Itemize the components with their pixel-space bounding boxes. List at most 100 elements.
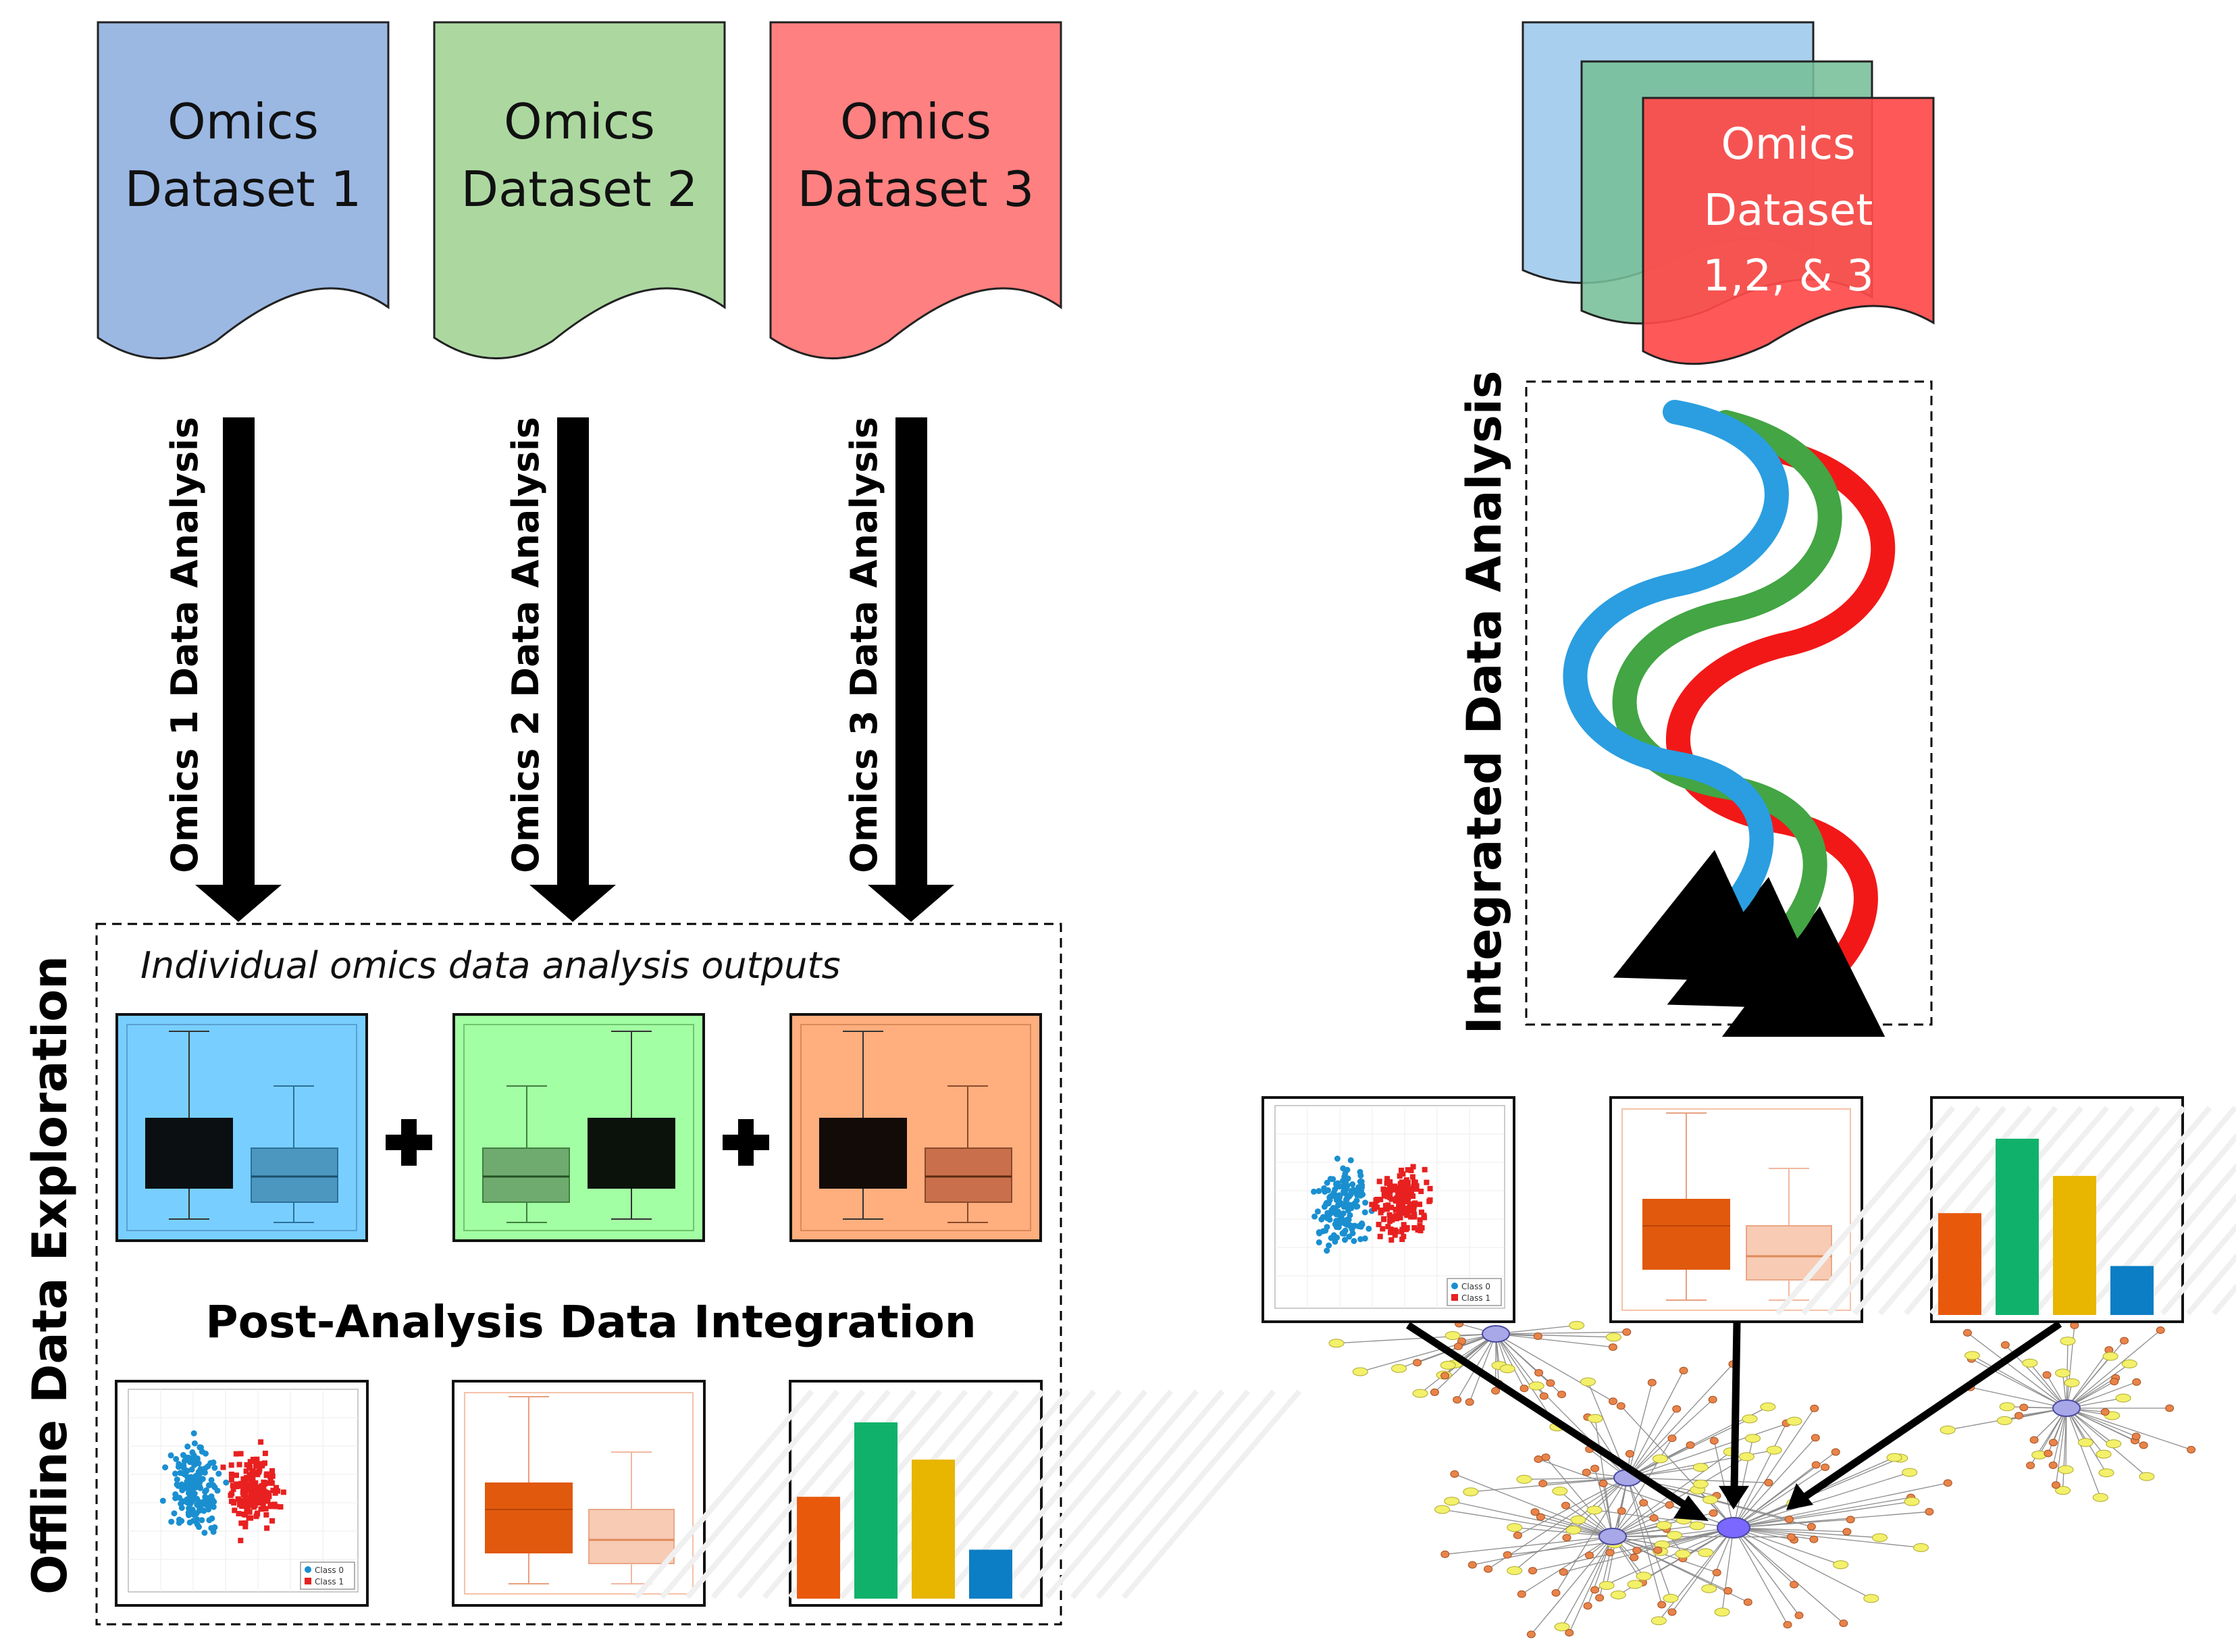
scatter-point [1343,1179,1349,1185]
scatter-point [1322,1228,1328,1234]
arrow-boxplot-to-network [1734,1322,1737,1489]
network-node [1582,1469,1590,1476]
network-node [2106,1440,2121,1448]
scatter-point [238,1520,244,1526]
network-node [2139,1442,2148,1449]
network-node [1540,1393,1548,1399]
scatter-point [1332,1194,1338,1200]
scatter-legend: Class 0 Class 1 [301,1562,355,1589]
bar [969,1550,1012,1599]
dataset-3-line2: Dataset 3 [798,161,1035,217]
network-hub-node [1717,1518,1750,1538]
network-node [1535,1370,1543,1376]
down-arrow-icon [195,417,282,922]
network-node [1529,1382,1544,1390]
network-node [1392,1364,1407,1372]
network-node [1693,1480,1708,1488]
scatter-point [1393,1186,1398,1191]
network-node [2133,1378,2141,1385]
scatter-point [208,1525,214,1531]
scatter-point [1311,1214,1318,1220]
scatter-point [1366,1226,1372,1232]
network-node [1492,1387,1500,1394]
scatter-point [229,1472,234,1477]
network-node [1651,1617,1666,1625]
network-node [1904,1497,1919,1505]
network-node [1517,1591,1526,1597]
network-node [1686,1442,1694,1449]
scatter-point [274,1504,279,1509]
scatter-point [251,1457,256,1462]
scatter-point [1401,1222,1407,1227]
network-node [1761,1403,1775,1411]
scatter-point [1422,1167,1428,1172]
scatter-thumbnail-right: Class 0 Class 1 [1263,1098,1514,1322]
interaction-network [1329,1320,2195,1638]
scatter-point [1399,1179,1405,1185]
scatter-point [242,1480,248,1485]
scatter-point [245,1507,251,1512]
scatter-point [206,1517,212,1523]
scatter-point [1393,1207,1399,1212]
network-node [1609,1398,1617,1405]
network-node [1675,1550,1690,1558]
scatter-thumbnail-left: Class 0 Class 1 [116,1381,367,1605]
scatter-legend: Class 0 Class 1 [1447,1279,1501,1306]
network-node [1914,1543,1929,1551]
network-node [2166,1405,2174,1412]
scatter-point [1355,1223,1361,1229]
network-node [1571,1516,1586,1524]
scatter-point [168,1519,174,1525]
network-node [1673,1405,1681,1412]
scatter-point [1428,1186,1433,1191]
network-node [1965,1351,1979,1360]
scatter-point [181,1465,187,1471]
network-node [1668,1609,1676,1616]
network-node [1529,1568,1537,1574]
scatter-point [1359,1182,1365,1188]
network-node [1609,1344,1617,1351]
legend-class-1: Class 1 [1461,1293,1490,1303]
scatter-point [180,1498,186,1504]
network-node [1636,1572,1651,1580]
integration-arrows [1408,1322,2060,1521]
network-node [1640,1499,1648,1506]
offline-vertical-label: Offline Data Exploration [22,956,78,1595]
network-node [1353,1368,1368,1376]
network-node [1693,1464,1708,1472]
network-node [1628,1580,1642,1589]
network-node [1834,1561,1848,1569]
scatter-point [234,1451,239,1457]
network-node [1569,1321,1584,1329]
dataset-1-line2: Dataset 1 [125,161,362,217]
scatter-point [1316,1239,1322,1245]
dataset-doc-2: Omics Dataset 2 [434,22,725,359]
scatter-point [1362,1199,1368,1206]
scatter-point [259,1463,265,1468]
scatter-point [1399,1197,1404,1202]
scatter-point [269,1468,275,1474]
network-node [1840,1620,1848,1627]
boxplot-thumbnail-left [453,1381,704,1605]
network-node [1744,1599,1752,1605]
scatter-point [162,1464,168,1470]
network-node [1611,1591,1626,1599]
scatter-point [1388,1237,1394,1243]
network-node [1430,1389,1438,1395]
scatter-point [1411,1214,1417,1220]
network-node [1650,1515,1658,1522]
network-node [1680,1367,1688,1374]
analysis-arrow-1: Omics 1 Data Analysis [163,417,282,922]
scatter-point [1418,1217,1423,1222]
network-node [1944,1480,1952,1487]
boxplot-panel-1 [117,1014,367,1241]
network-node [1963,1329,1971,1336]
network-node [1997,1416,2012,1424]
scatter-point [1400,1171,1405,1177]
scatter-point [1376,1222,1382,1227]
scatter-point [194,1502,200,1508]
network-node [1617,1403,1625,1410]
scatter-point [203,1487,209,1493]
